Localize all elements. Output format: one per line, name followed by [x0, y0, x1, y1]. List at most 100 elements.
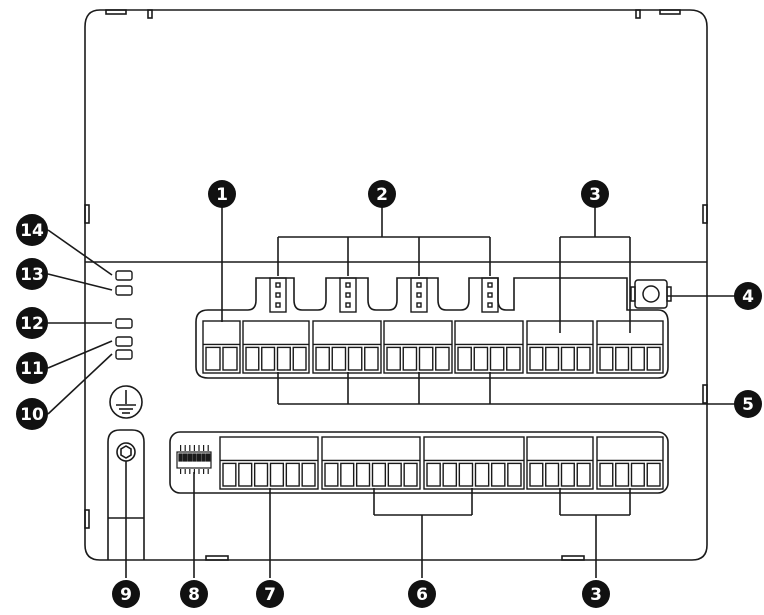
upper-terminal-4-slot [435, 346, 450, 371]
lower-terminal-4 [526, 436, 594, 490]
upper-terminal-5-slot [473, 346, 489, 371]
leader-lines [47, 206, 738, 578]
led-1 [115, 270, 133, 281]
lower-terminal-3-slot [507, 462, 522, 487]
enclosure [84, 9, 708, 561]
upper-terminal-5 [454, 320, 524, 374]
callout-3-bottom: 3 [582, 580, 610, 608]
callout-7: 7 [256, 580, 284, 608]
upper-terminal-4-slot [418, 346, 434, 371]
upper-terminal-5-body [454, 320, 524, 374]
upper-terminal-3-slot [315, 346, 330, 371]
lower-terminal-5-slot [630, 462, 645, 487]
upper-terminal-1 [202, 320, 241, 374]
dip-switch[interactable] [176, 445, 212, 474]
dip-toggle [192, 453, 197, 462]
lower-terminal-3-slot [442, 462, 458, 487]
lower-terminal-1-slot [253, 462, 269, 487]
callout-14-label: 14 [20, 221, 44, 241]
upper-terminal-6-slot [560, 346, 575, 371]
callout-8-label: 8 [188, 585, 200, 605]
callout-13: 13 [16, 258, 48, 290]
lower-terminal-1-body [219, 436, 319, 490]
dip-toggle [187, 453, 192, 462]
upper-terminal-blocks [202, 320, 664, 374]
jumper-pin [487, 302, 493, 308]
upper-terminal-7-slot [615, 346, 630, 371]
upper-terminal-7-slot [630, 346, 645, 371]
upper-terminal-5-slot [506, 346, 521, 371]
callout-3-bottom-label: 3 [590, 585, 602, 605]
callout-5-label: 5 [742, 395, 754, 415]
callout-12: 12 [16, 307, 48, 339]
upper-terminal-3-body [312, 320, 382, 374]
callout-4-label: 4 [742, 287, 754, 307]
callout-1: 1 [208, 180, 236, 208]
dip-toggle [201, 453, 206, 462]
callout-2: 2 [368, 180, 396, 208]
upper-terminal-2-body [242, 320, 310, 374]
lower-terminal-1 [219, 436, 319, 490]
lower-terminal-5-slot [646, 462, 661, 487]
jumper-pin [345, 302, 351, 308]
lower-terminal-2-slot [355, 462, 371, 487]
upper-terminal-3-slot [347, 346, 363, 371]
callout-2-label: 2 [376, 185, 388, 205]
upper-terminal-6 [526, 320, 594, 374]
dip-toggle [206, 453, 211, 462]
jumper-body [481, 277, 499, 313]
jumper-body [269, 277, 287, 313]
lower-terminal-blocks [219, 436, 664, 490]
lower-terminal-2-body [321, 436, 421, 490]
upper-terminal-5-slot [457, 346, 472, 371]
jumper-pin [416, 302, 422, 308]
upper-terminal-7-slot [599, 346, 614, 371]
lower-terminal-5-slot [615, 462, 630, 487]
lower-terminal-5-slot [599, 462, 614, 487]
upper-terminal-4-body [383, 320, 453, 374]
lower-terminal-1-slot [301, 462, 316, 487]
upper-terminal-2 [242, 320, 310, 374]
callout-8: 8 [180, 580, 208, 608]
jumper-pin [416, 282, 422, 288]
led-indicators [115, 270, 133, 360]
jumper-2 [339, 277, 357, 313]
upper-terminal-6-slot [529, 346, 544, 371]
jumper-pin [345, 282, 351, 288]
upper-terminal-4-slot [386, 346, 401, 371]
led-2 [115, 285, 133, 296]
jumper-pin [275, 292, 281, 298]
upper-terminal-2-slot [245, 346, 260, 371]
upper-terminal-2-slot [261, 346, 276, 371]
reset-button[interactable] [630, 279, 672, 309]
callout-9-label: 9 [120, 585, 132, 605]
lower-connector-panel [169, 431, 669, 494]
jumper-pin [275, 282, 281, 288]
jumper-pin [345, 292, 351, 298]
callout-6: 6 [408, 580, 436, 608]
lower-terminal-2-slot [340, 462, 355, 487]
callout-6-label: 6 [416, 585, 428, 605]
lower-terminal-2-slot [387, 462, 402, 487]
dip-toggle [178, 453, 183, 462]
lower-terminal-3-slot [426, 462, 441, 487]
jumper-pin [416, 292, 422, 298]
upper-terminal-4 [383, 320, 453, 374]
callout-5: 5 [734, 390, 762, 418]
upper-terminal-6-slot [576, 346, 591, 371]
jumper-body [339, 277, 357, 313]
jumper-3 [410, 277, 428, 313]
lower-terminal-4-slot [529, 462, 544, 487]
callout-12-label: 12 [20, 314, 44, 334]
lower-terminal-2-slot [324, 462, 339, 487]
jumper-pin [275, 302, 281, 308]
upper-terminal-2-slot [292, 346, 307, 371]
callout-10: 10 [16, 398, 48, 430]
lower-terminal-3-slot [474, 462, 490, 487]
callout-11: 11 [16, 352, 48, 384]
lower-terminal-2 [321, 436, 421, 490]
callout-13-label: 13 [20, 265, 44, 285]
led-4 [115, 336, 133, 347]
callout-10-label: 10 [20, 405, 44, 425]
